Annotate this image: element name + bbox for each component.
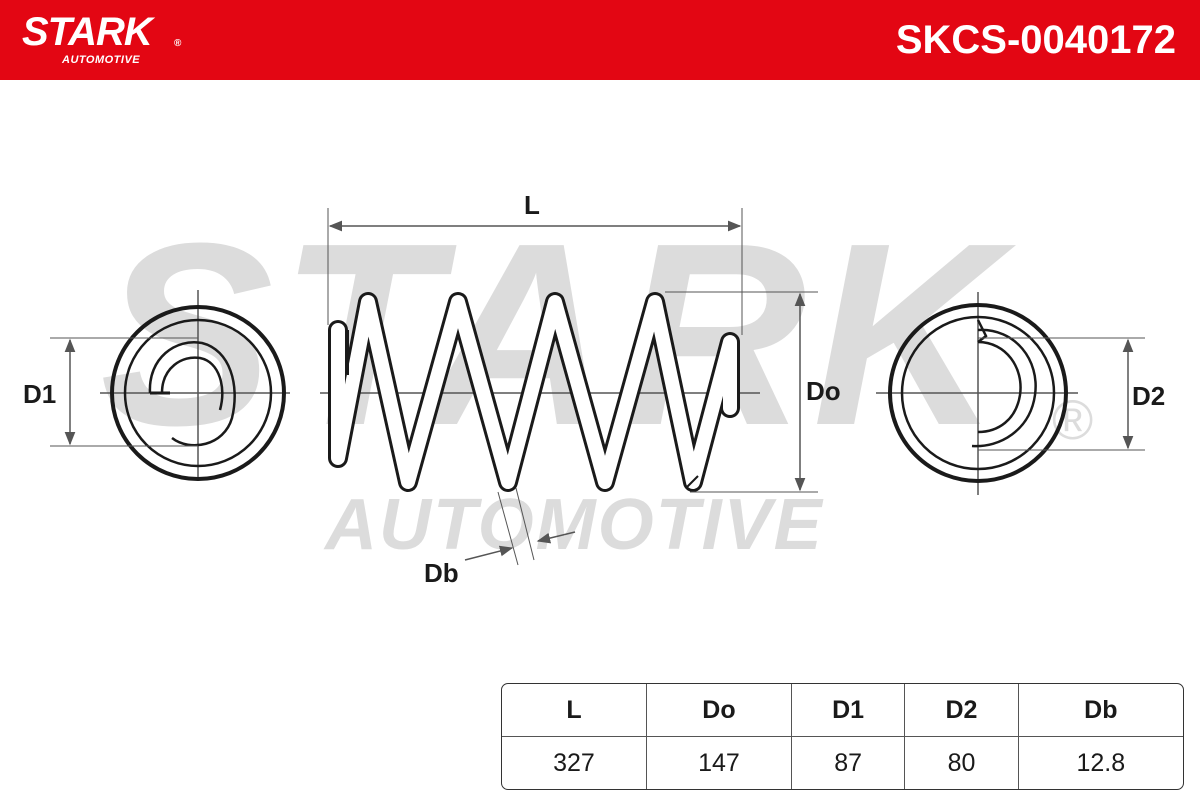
right-inner-ring (900, 315, 1056, 471)
spec-value-do: 147 (647, 737, 792, 789)
logo-brand-text: STARK (22, 10, 153, 54)
db-extension-right (515, 487, 535, 561)
spec-value-db: 12.8 (1076, 748, 1126, 777)
right-coil-end (971, 328, 1037, 448)
spec-value-l: 327 (502, 737, 647, 789)
watermark-registered: ® (1052, 388, 1094, 451)
spec-header-do: Do (646, 684, 792, 737)
label-do: Do (806, 376, 841, 406)
right-coil-tip (976, 319, 988, 343)
watermark-subline: AUTOMOTIVE (325, 485, 824, 565)
stark-logo: STARK ® AUTOMOTIVE (22, 10, 181, 66)
right-coil-end-inner (977, 340, 1022, 434)
left-inner-ring (123, 318, 273, 468)
spec-header-db: Db (1018, 684, 1183, 737)
spec-table: L Do D1 D2 Db 327 147 87 80 12.8 (501, 683, 1184, 790)
db-arrow-right (536, 531, 576, 544)
right-end-view (876, 292, 1145, 495)
spec-value-d2: 80 (905, 737, 1019, 789)
left-coil-end-inner (160, 356, 224, 411)
spec-header-d1: D1 (791, 684, 906, 737)
label-d2: D2 (1132, 381, 1166, 411)
spring-side-view (320, 208, 818, 566)
part-number: SKCS-0040172 (895, 18, 1176, 62)
label-l: L (524, 190, 540, 220)
right-outer-ring (888, 303, 1068, 483)
logo-subline: AUTOMOTIVE (62, 54, 141, 66)
db-arrow-left (464, 545, 514, 561)
wire-section-hatch (685, 475, 699, 489)
spec-value-d1: 87 (792, 737, 906, 789)
header-bar: STARK ® AUTOMOTIVE SKCS-0040172 (0, 0, 1200, 80)
spec-header-l: L (502, 684, 647, 737)
spec-header-d2: D2 (905, 684, 1019, 737)
spec-value-row: 327 147 87 80 12.8 (502, 737, 1183, 789)
db-extension-left (497, 491, 519, 566)
logo-registered-mark: ® (174, 38, 182, 49)
left-end-view (50, 290, 290, 481)
left-coil-end (148, 340, 236, 447)
spec-header-row: L Do D1 D2 Db (502, 684, 1183, 737)
label-db: Db (424, 558, 459, 588)
label-d1: D1 (23, 379, 57, 409)
left-outer-ring (110, 305, 286, 481)
